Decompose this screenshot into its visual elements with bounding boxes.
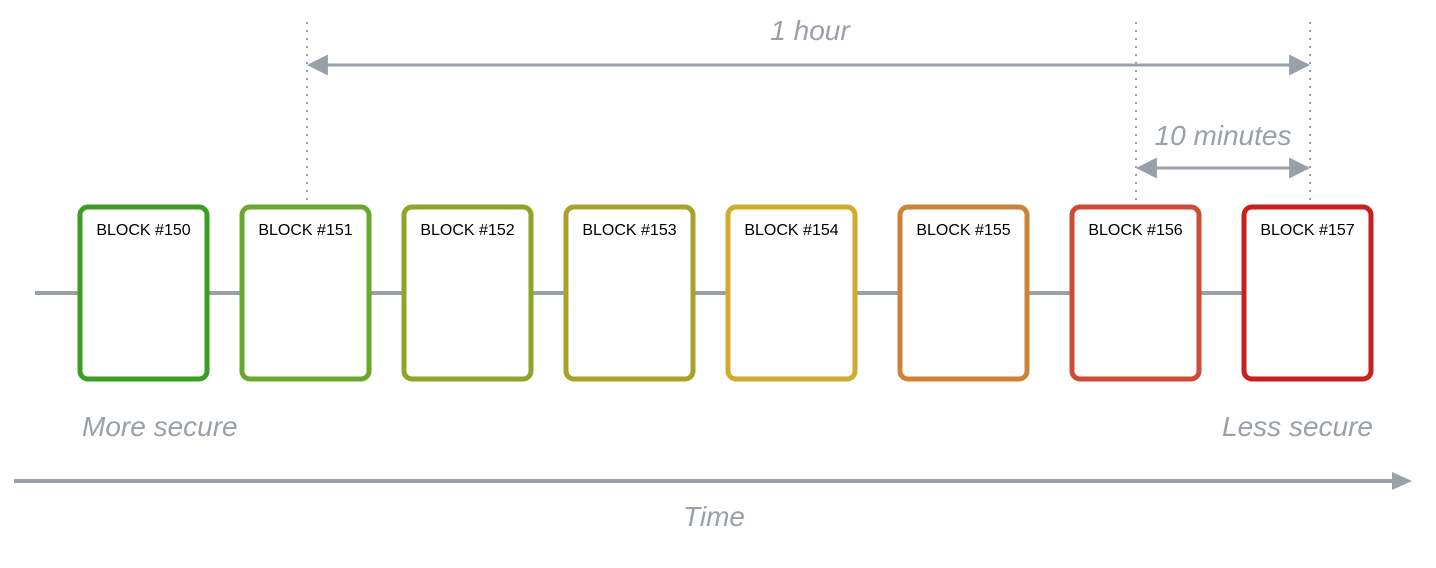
block-box xyxy=(77,204,210,382)
more-secure-caption: More secure xyxy=(82,411,238,442)
block-label: BLOCK #156 xyxy=(1088,222,1182,239)
block-label: BLOCK #154 xyxy=(744,222,838,239)
block-6: BLOCK #156 xyxy=(1069,204,1202,382)
time-axis-label: Time xyxy=(683,501,745,532)
block-label: BLOCK #151 xyxy=(258,222,352,239)
block-box xyxy=(1241,204,1374,382)
block-5: BLOCK #155 xyxy=(897,204,1030,382)
block-4: BLOCK #154 xyxy=(725,204,858,382)
block-box xyxy=(1069,204,1202,382)
less-secure-caption: Less secure xyxy=(1222,411,1373,442)
block-box xyxy=(725,204,858,382)
block-label: BLOCK #157 xyxy=(1260,222,1354,239)
block-box xyxy=(239,204,372,382)
block-0: BLOCK #150 xyxy=(77,204,210,382)
block-label: BLOCK #153 xyxy=(582,222,676,239)
block-7: BLOCK #157 xyxy=(1241,204,1374,382)
block-box xyxy=(897,204,1030,382)
ten-minutes-label: 10 minutes xyxy=(1155,120,1292,151)
block-label: BLOCK #155 xyxy=(916,222,1010,239)
block-2: BLOCK #152 xyxy=(401,204,534,382)
blocks-group: BLOCK #150 BLOCK #151 BLOCK #152 BLOCK #153… xyxy=(77,204,1374,382)
one-hour-label: 1 hour xyxy=(770,15,851,46)
block-label: BLOCK #152 xyxy=(420,222,514,239)
block-box xyxy=(401,204,534,382)
time-axis-arrowhead-icon xyxy=(1392,472,1412,490)
block-label: BLOCK #150 xyxy=(96,222,190,239)
block-box xyxy=(563,204,696,382)
block-1: BLOCK #151 xyxy=(239,204,372,382)
block-3: BLOCK #153 xyxy=(563,204,696,382)
